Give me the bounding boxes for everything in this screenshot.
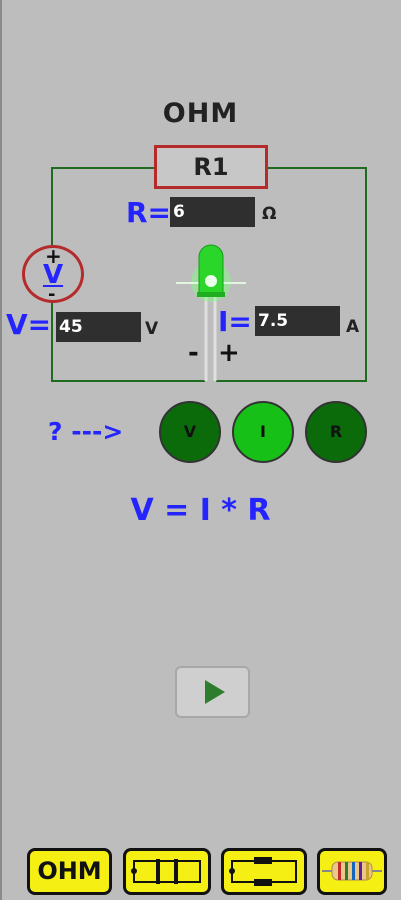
tab-resistor-color-code[interactable] — [317, 848, 387, 895]
led-base — [197, 292, 225, 297]
resistance-label: R= — [126, 196, 172, 229]
voltage-unit: V — [145, 319, 159, 339]
resistance-value-field[interactable]: 6 — [170, 197, 255, 227]
resistor-color-code-icon — [322, 861, 382, 881]
led-minus-sign: - — [188, 338, 199, 368]
wire-right — [216, 167, 367, 382]
current-label: I= — [218, 305, 252, 338]
wire-bottom-left — [51, 303, 205, 382]
voltmeter: + V - — [22, 244, 84, 305]
solve-v-button[interactable]: V — [159, 401, 221, 463]
led-body — [198, 244, 224, 297]
voltmeter-symbol: V — [42, 260, 64, 290]
ohm-formula: V = I * R — [130, 493, 271, 528]
solve-r-button[interactable]: R — [305, 401, 367, 463]
tab-ohm[interactable]: OHM — [27, 848, 112, 895]
current-unit: A — [346, 317, 360, 337]
page-title: OHM — [162, 98, 239, 129]
query-label: ? ---> — [48, 417, 124, 446]
play-button[interactable] — [175, 666, 250, 718]
voltmeter-plus: + — [45, 244, 62, 268]
current-value-field[interactable]: 7.5 — [255, 306, 340, 336]
led-core — [205, 275, 217, 287]
wire-top-left — [51, 167, 154, 245]
series-circuit-icon — [131, 859, 201, 884]
solve-i-button[interactable]: I — [232, 401, 294, 463]
led-plus-sign: + — [218, 338, 240, 368]
resistor-r1: R1 — [154, 145, 268, 189]
resistance-unit: Ω — [262, 204, 277, 224]
screen-edge — [0, 0, 2, 900]
voltage-label: V= — [6, 308, 52, 341]
tab-series-circuit[interactable] — [123, 848, 211, 895]
voltage-value-field[interactable]: 45 — [56, 312, 141, 342]
play-icon — [205, 680, 225, 704]
parallel-circuit-icon — [229, 857, 297, 886]
voltmeter-minus: - — [48, 284, 56, 305]
tab-parallel-circuit[interactable] — [221, 848, 307, 895]
